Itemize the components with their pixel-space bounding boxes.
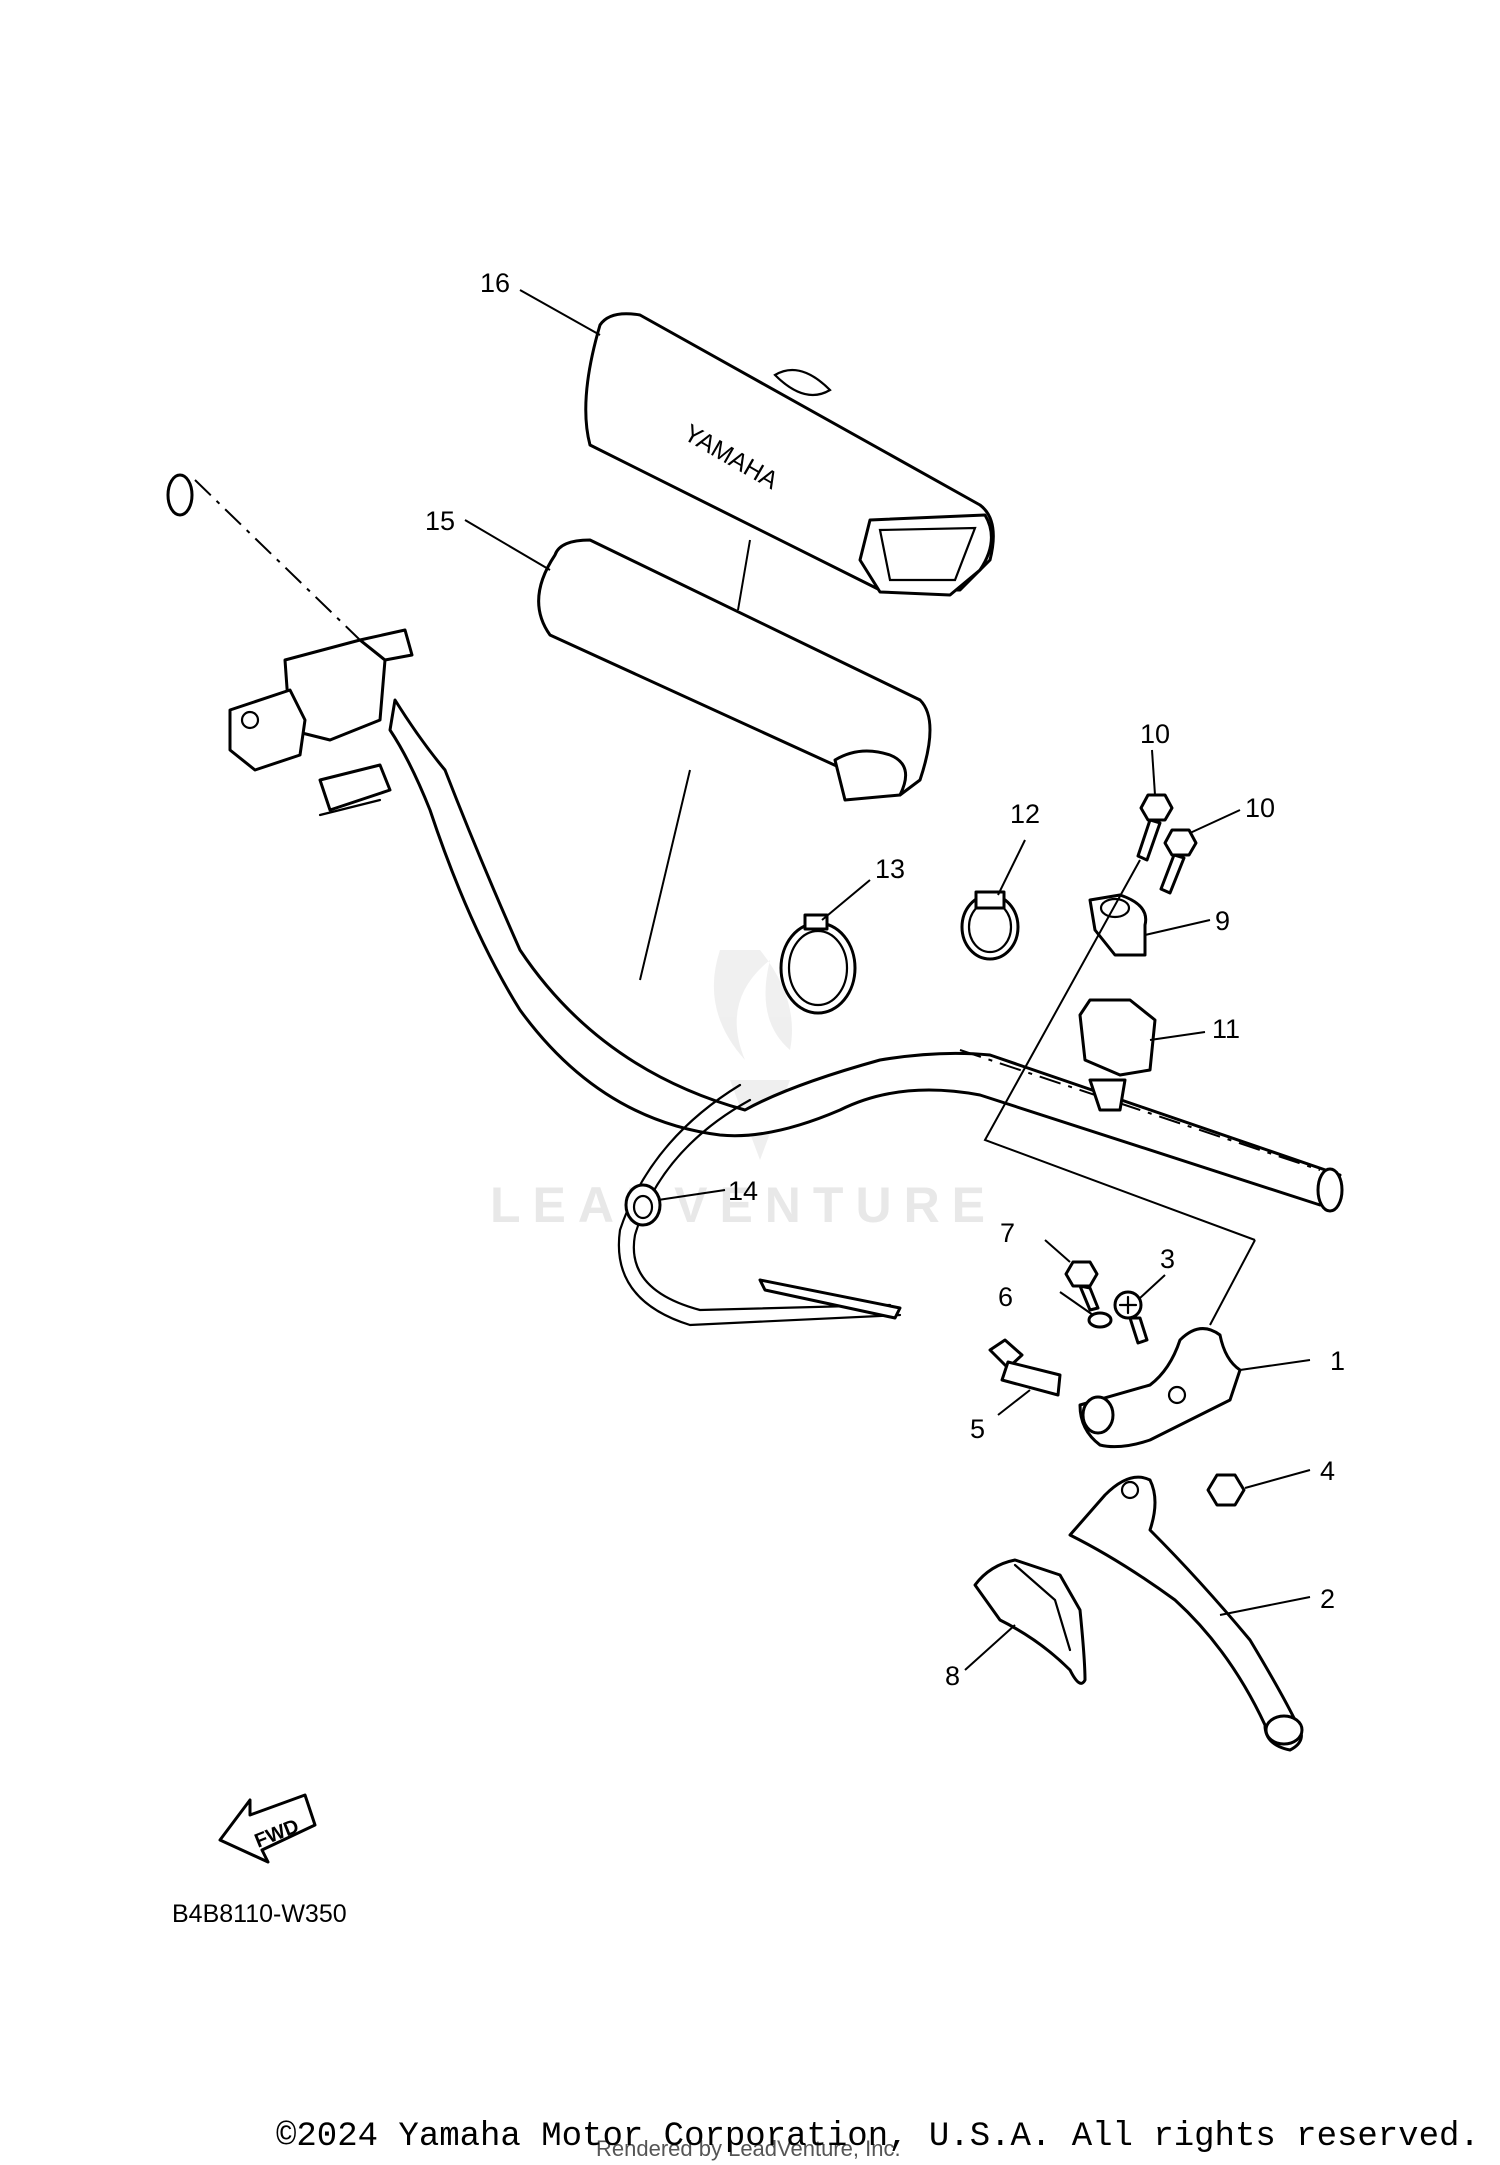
handlebar <box>166 473 1344 1213</box>
part-7-bolt <box>1064 1260 1100 1312</box>
callout-6: 6 <box>998 1282 1013 1312</box>
part-10-bolt <box>1136 793 1174 862</box>
clutch-cable <box>617 1083 902 1327</box>
part-5-adjuster <box>988 1338 1062 1397</box>
callout-11: 11 <box>1212 1014 1240 1044</box>
part-2-lever <box>1068 1475 1304 1752</box>
callout-2: 2 <box>1320 1584 1335 1614</box>
part-8-cover <box>973 1558 1087 1685</box>
diagram-code: B4B8110-W350 <box>172 1900 347 1928</box>
callout-1: 1 <box>1330 1346 1345 1376</box>
callout-5: 5 <box>970 1414 985 1444</box>
callout-4: 4 <box>1320 1456 1335 1486</box>
callout-16: 16 <box>480 268 510 298</box>
watermark-text: LEADVENTURE <box>490 1177 997 1233</box>
part-16-pad-cover: YAMAHA <box>584 312 995 597</box>
rendered-by-text: Rendered by LeadVenture, Inc. <box>596 2136 901 2161</box>
leader-lines <box>464 289 1311 1671</box>
part-11-holder <box>1078 998 1157 1112</box>
part-13-band <box>779 913 857 1015</box>
part-14-clamp <box>624 1183 662 1227</box>
callout-13: 13 <box>875 854 905 884</box>
fwd-direction-arrow: FWD <box>218 1793 317 1864</box>
callout-14: 14 <box>728 1176 758 1206</box>
callout-10-second: 10 <box>1245 793 1275 823</box>
callout-12: 12 <box>1010 799 1040 829</box>
callout-3: 3 <box>1160 1244 1175 1274</box>
part-10-bolt-second <box>1159 828 1198 895</box>
part-4-nut <box>1206 1473 1246 1507</box>
part-3-screw <box>1113 1290 1149 1345</box>
part-9-holder <box>1088 893 1148 957</box>
part-15-pad <box>537 538 932 802</box>
copyright-text: ©2024 Yamaha Motor Corporation, U.S.A. A… <box>276 2118 1480 2156</box>
callout-7: 7 <box>1000 1218 1015 1248</box>
part-12-band <box>960 890 1020 961</box>
callout-8: 8 <box>945 1661 960 1691</box>
callout-15: 15 <box>425 506 455 536</box>
callout-9: 9 <box>1215 906 1230 936</box>
throttle-clamp-assembly <box>228 628 414 817</box>
callout-10: 10 <box>1140 719 1170 749</box>
part-1-lever-holder <box>1078 1327 1242 1449</box>
part-6-washer <box>1087 1311 1113 1329</box>
